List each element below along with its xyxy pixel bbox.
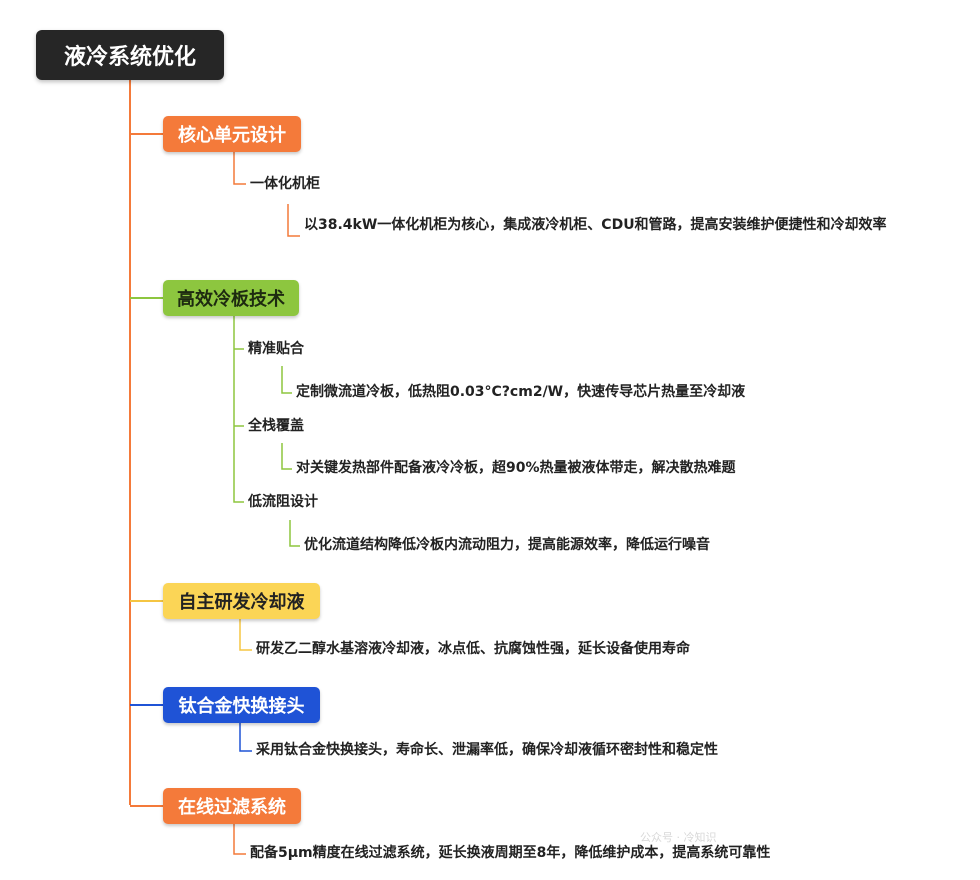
topic-online-filtration[interactable]: 在线过滤系统 (163, 788, 301, 824)
watermark: 公众号 · 冷知识 (640, 831, 717, 844)
detail-titanium-quick-connector: 采用钛合金快换接头，寿命长、泄漏率低，确保冷却液循环密封性和稳定性 (256, 742, 718, 758)
detail-full-stack-coverage: 对关键发热部件配备液冷冷板，超90%热量被液体带走，解决散热难题 (296, 460, 736, 476)
detail-coolant-development: 研发乙二醇水基溶液冷却液，冰点低、抗腐蚀性强，延长设备使用寿命 (256, 641, 690, 657)
topic-core-unit-design[interactable]: 核心单元设计 (163, 116, 301, 152)
topic-cold-plate-tech[interactable]: 高效冷板技术 (163, 280, 299, 316)
detail-low-flow-resistance: 优化流道结构降低冷板内流动阻力，提高能源效率，降低运行噪音 (304, 537, 710, 553)
detail-integrated-cabinet: 以38.4kW一体化机柜为核心，集成液冷机柜、CDU和管路，提高安装维护便捷性和… (304, 217, 887, 233)
subtopic-precise-fit[interactable]: 精准贴合 (248, 341, 304, 357)
topic-coolant-development[interactable]: 自主研发冷却液 (163, 583, 320, 619)
root-topic[interactable]: 液冷系统优化 (36, 30, 224, 80)
subtopic-low-flow-resistance[interactable]: 低流阻设计 (248, 494, 318, 510)
detail-online-filtration: 配备5μm精度在线过滤系统，延长换液周期至8年，降低维护成本，提高系统可靠性 (250, 845, 771, 861)
topic-titanium-quick-connector[interactable]: 钛合金快换接头 (163, 687, 320, 723)
subtopic-integrated-cabinet[interactable]: 一体化机柜 (250, 176, 320, 192)
detail-precise-fit: 定制微流道冷板，低热阻0.03°C?cm2/W，快速传导芯片热量至冷却液 (296, 384, 746, 400)
subtopic-full-stack-coverage[interactable]: 全栈覆盖 (248, 418, 304, 434)
